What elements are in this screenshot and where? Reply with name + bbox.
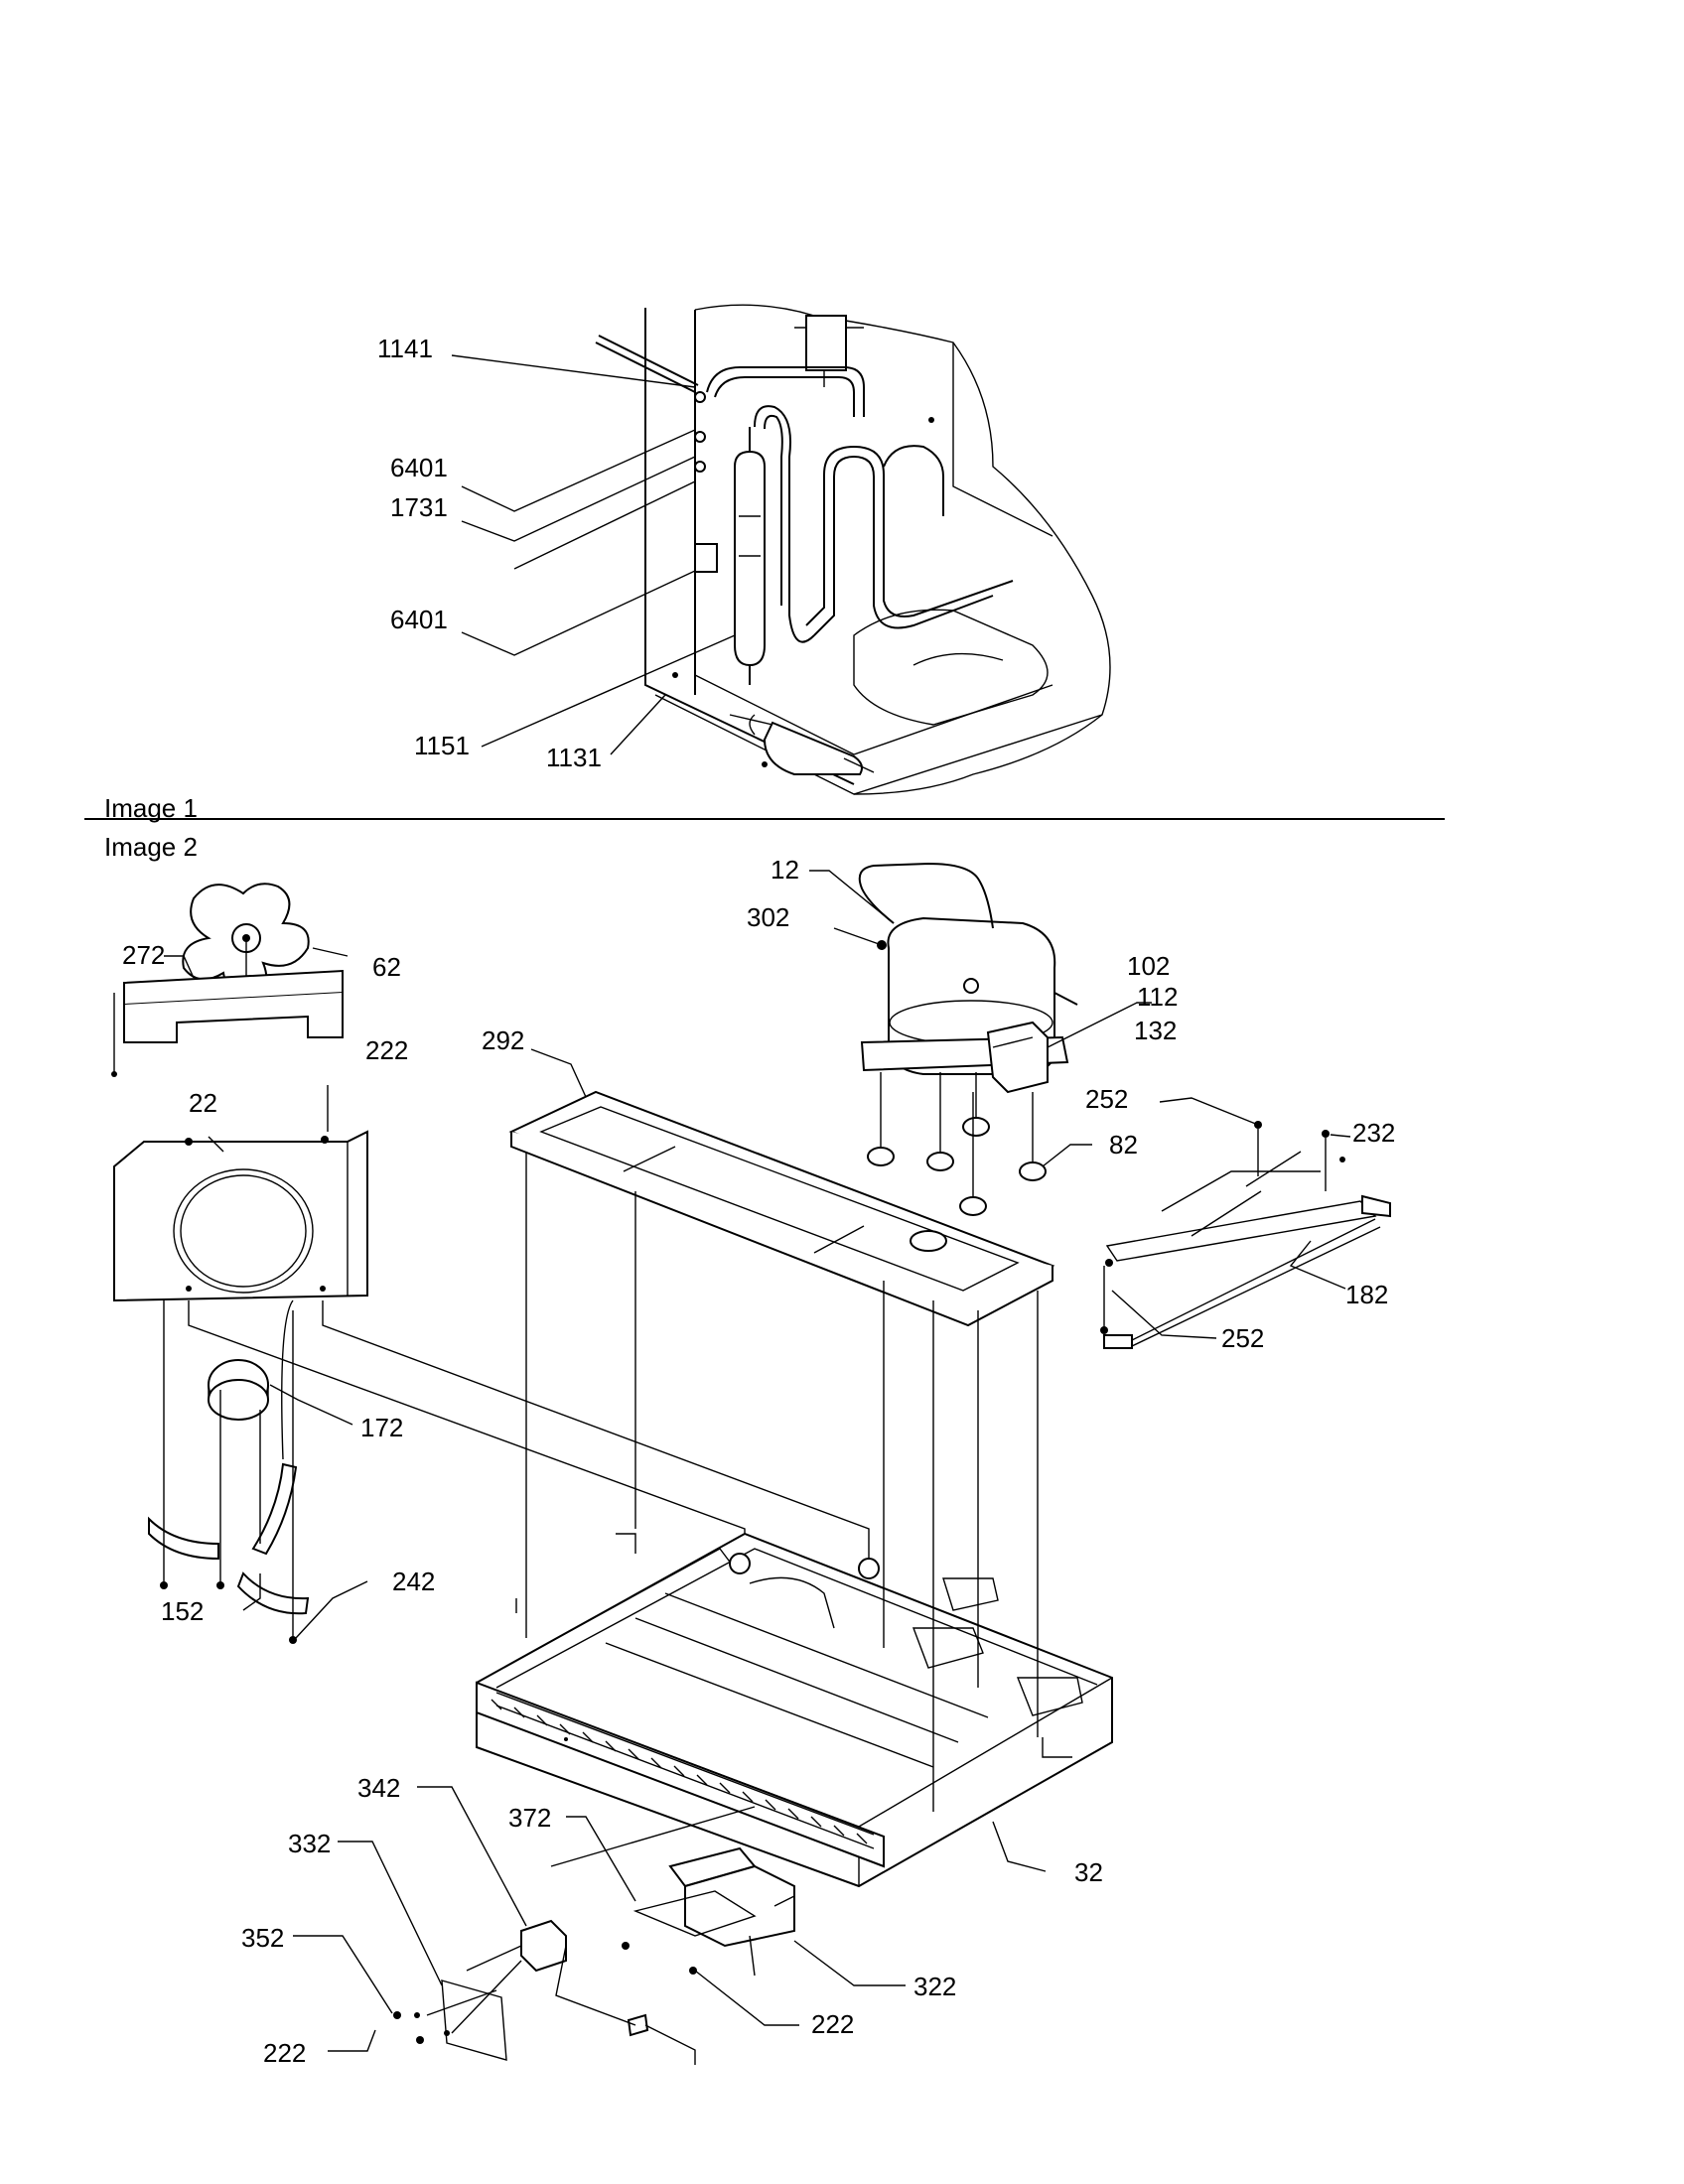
callout-372: 372 [508, 1803, 551, 1833]
fan-blade [182, 883, 310, 1000]
callout-252-upper: 252 [1085, 1084, 1128, 1114]
callout-272: 272 [122, 940, 165, 970]
callout-62: 62 [372, 952, 401, 982]
callout-252-lower: 252 [1221, 1323, 1264, 1353]
callout-1151: 1151 [414, 731, 470, 760]
callout-222-fan: 222 [365, 1035, 408, 1065]
compressor [858, 862, 1078, 1094]
callout-112: 112 [1137, 982, 1178, 1012]
drain-pan [508, 1090, 1055, 1327]
callout-182: 182 [1345, 1280, 1388, 1309]
base-condenser [476, 1532, 1113, 1888]
callout-342: 342 [357, 1773, 400, 1803]
wiring-harness [1100, 1121, 1391, 1349]
callout-6401-upper: 6401 [390, 453, 448, 482]
callout-6401-lower: 6401 [390, 605, 448, 634]
callout-242: 242 [392, 1567, 435, 1596]
image-2-label: Image 2 [104, 832, 198, 862]
callout-292: 292 [482, 1025, 524, 1055]
callout-232: 232 [1352, 1118, 1395, 1148]
callout-12: 12 [771, 855, 799, 885]
leader-lines [164, 354, 1351, 2052]
image-1-label: Image 1 [104, 793, 198, 823]
callout-222-timer: 222 [811, 2009, 854, 2039]
callout-302: 302 [747, 902, 789, 932]
callout-222-bottom: 222 [263, 2038, 306, 2068]
callout-labels: 1141 6401 1731 6401 1151 1131 12 302 102… [122, 334, 1395, 2068]
callout-32: 32 [1074, 1857, 1103, 1887]
callout-132: 132 [1134, 1016, 1177, 1045]
callout-322: 322 [913, 1972, 956, 2001]
callout-332: 332 [288, 1829, 331, 1858]
callout-82: 82 [1109, 1130, 1138, 1160]
callout-1131: 1131 [546, 743, 602, 772]
timer-assembly [393, 1806, 795, 2065]
callout-352: 352 [241, 1923, 284, 1953]
callout-172: 172 [360, 1413, 403, 1442]
callout-1141: 1141 [377, 334, 433, 363]
callout-152: 152 [161, 1596, 204, 1626]
callout-102: 102 [1127, 951, 1170, 981]
grommets [867, 1117, 1047, 1216]
fan-motor [208, 1359, 269, 1421]
callout-22: 22 [189, 1088, 217, 1118]
image-1-drawing [595, 304, 1111, 795]
image-2-drawing [111, 862, 1391, 2065]
callout-1731: 1731 [390, 492, 448, 522]
